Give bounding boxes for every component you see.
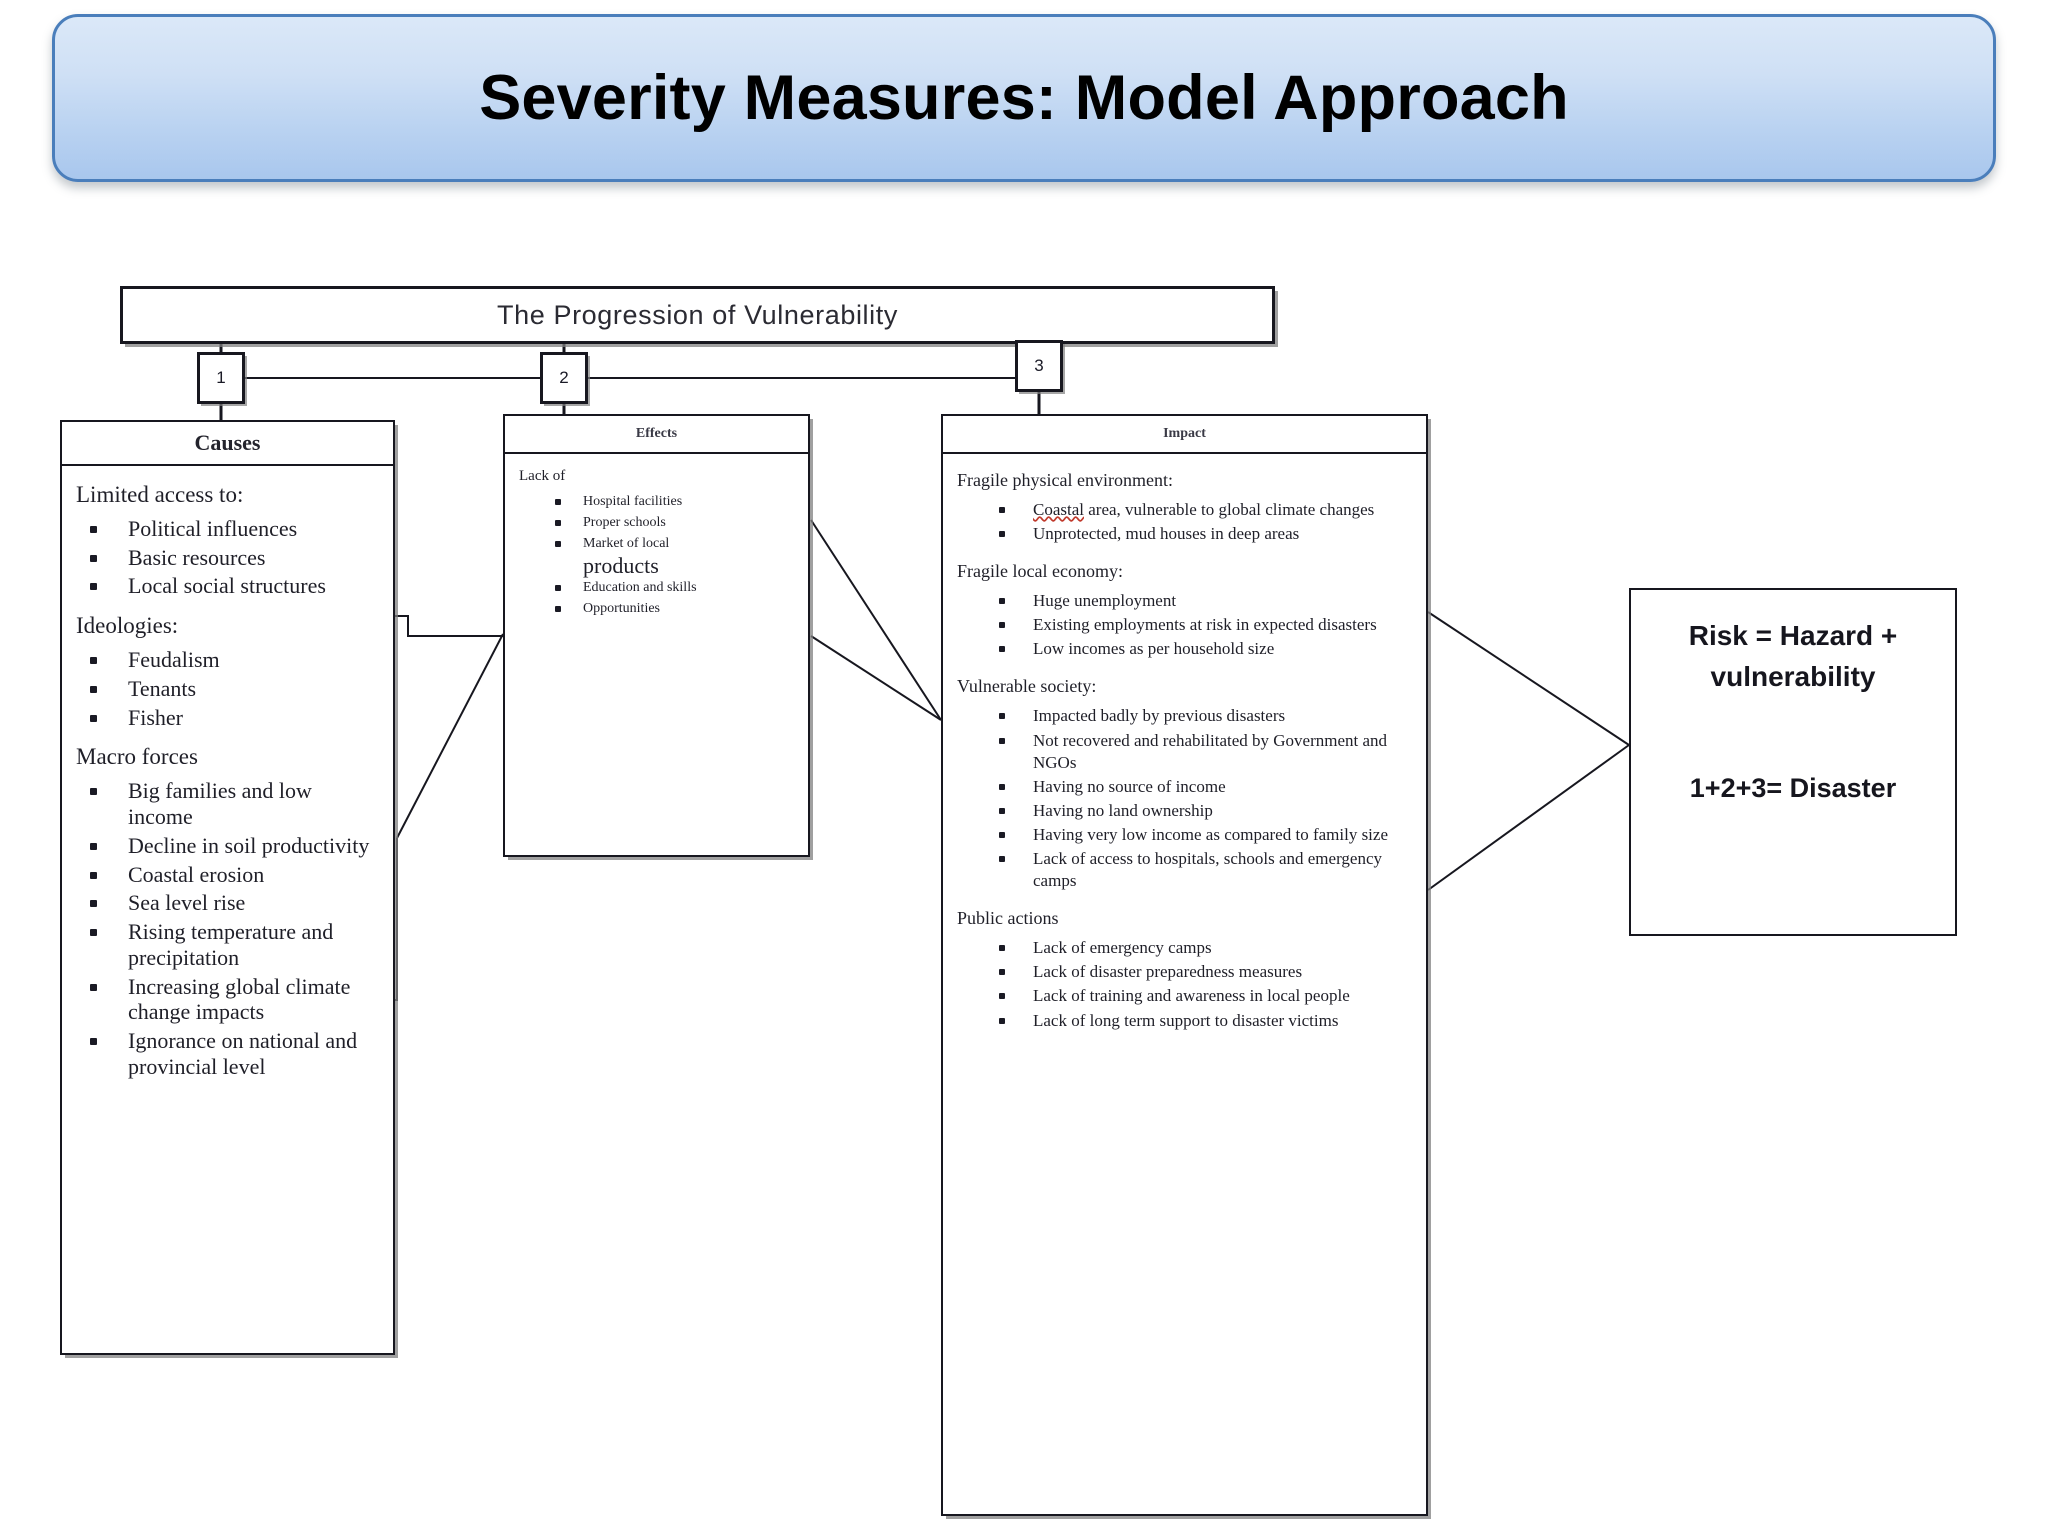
risk-equation-label: Risk = Hazard + vulnerability [1688, 620, 1898, 692]
list-item: Lack of long term support to disaster vi… [989, 1010, 1412, 1032]
list-item: Low incomes as per household size [989, 638, 1412, 660]
risk-result-box: Risk = Hazard + vulnerability 1+2+3= Dis… [1629, 588, 1957, 936]
impact-section-heading-3: Public actions [957, 908, 1059, 929]
list-item: Tenants [76, 676, 379, 702]
list-item: Decline in soil productivity [76, 833, 379, 859]
list-item: Unprotected, mud houses in deep areas [989, 523, 1412, 545]
impact-section-list-3: Lack of emergency camps Lack of disaster… [989, 937, 1412, 1031]
list-item: Lack of training and awareness in local … [989, 985, 1412, 1007]
impact-section-heading-2: Vulnerable society: [957, 676, 1097, 697]
causes-section-list-1: Feudalism Tenants Fisher [76, 647, 379, 730]
causes-section-heading-1: Ideologies: [76, 613, 179, 639]
connector-causes-lower-elbow [395, 838, 398, 1001]
list-item: Proper schools [547, 514, 794, 533]
list-item: Basic resources [76, 545, 379, 571]
list-item: Ignorance on national and provincial lev… [76, 1028, 379, 1079]
list-item: Lack of access to hospitals, schools and… [989, 848, 1412, 892]
list-item: Hospital facilities [547, 493, 794, 512]
effects-header-label: Effects [635, 426, 678, 441]
list-item: Impacted badly by previous disasters [989, 705, 1412, 727]
impact-section-heading-0: Fragile physical environment: [957, 470, 1173, 490]
causes-column-body: Limited access to: Political influences … [62, 466, 393, 1105]
list-item: Rising temperature and precipitation [76, 919, 379, 970]
causes-section-list-0: Political influences Basic resources Loc… [76, 516, 379, 599]
step-number-label-1: 1 [216, 368, 226, 387]
list-item: Huge unemployment [989, 590, 1412, 612]
connector-effects-lower-to-impact [810, 635, 942, 721]
effects-section-list-0: Hospital facilities Proper schools Marke… [547, 493, 794, 619]
causes-section-list-2: Big families and low income Decline in s… [76, 778, 379, 1079]
list-item: Coastal erosion [76, 862, 379, 888]
impact-column-box: Impact Fragile physical environment: Coa… [941, 414, 1428, 1516]
effects-column-header: Effects [505, 416, 808, 454]
connector-effects-upper-to-impact [810, 519, 942, 721]
impact-section-list-1: Huge unemployment Existing employments a… [989, 590, 1412, 660]
list-item: Sea level rise [76, 890, 379, 916]
effects-column-body: Lack of Hospital facilities Proper schoo… [505, 454, 808, 645]
connector-causes-diag-to-effects [396, 633, 504, 839]
list-item: Lack of emergency camps [989, 937, 1412, 959]
list-item: Having no land ownership [989, 800, 1412, 822]
list-item-text-products: products [583, 552, 659, 578]
causes-column-box: Causes Limited access to: Political infl… [60, 420, 395, 1355]
list-item: Having very low income as compared to fa… [989, 824, 1412, 846]
list-item: Fisher [76, 705, 379, 731]
list-item: Opportunities [547, 600, 794, 619]
page-title: Severity Measures: Model Approach [479, 63, 1569, 133]
step-number-label-3: 3 [1034, 356, 1044, 375]
effects-section-heading-0: Lack of [519, 468, 566, 484]
impact-section-list-2: Impacted badly by previous disasters Not… [989, 705, 1412, 892]
impact-section-heading-1: Fragile local economy: [957, 561, 1123, 582]
progression-header-bar: The Progression of Vulnerability [120, 286, 1275, 344]
list-item: Political influences [76, 516, 379, 542]
impact-column-header: Impact [943, 416, 1426, 454]
impact-section-list-0: Coastal area, vulnerable to global clima… [989, 499, 1412, 545]
list-item: Market of local products [547, 535, 794, 577]
impact-header-label: Impact [1163, 426, 1206, 441]
step-number-box-2: 2 [540, 352, 588, 404]
list-item: Lack of disaster preparedness measures [989, 961, 1412, 983]
causes-section-heading-0: Limited access to: [76, 482, 244, 507]
list-item: Feudalism [76, 647, 379, 673]
step-number-box-3: 3 [1015, 340, 1063, 392]
causes-header-label: Causes [194, 430, 261, 455]
list-item: Local social structures [76, 573, 379, 599]
list-item: Not recovered and rehabilitated by Gover… [989, 730, 1412, 774]
list-item: Coastal area, vulnerable to global clima… [989, 499, 1412, 521]
effects-column-box: Effects Lack of Hospital facilities Prop… [503, 414, 810, 857]
list-item: Big families and low income [76, 778, 379, 829]
impact-column-body: Fragile physical environment: Coastal ar… [943, 454, 1426, 1060]
risk-formula-label: 1+2+3= Disaster [1689, 773, 1897, 804]
list-item: Increasing global climate change impacts [76, 974, 379, 1025]
list-item: Having no source of income [989, 776, 1412, 798]
list-item: Education and skills [547, 579, 794, 598]
causes-column-header: Causes [62, 422, 393, 466]
step-number-label-2: 2 [559, 368, 569, 387]
connector-impact-upper-to-risk [1427, 611, 1630, 746]
slide-title-banner: Severity Measures: Model Approach [52, 14, 1996, 182]
progression-header-label: The Progression of Vulnerability [497, 299, 898, 330]
spellcheck-word-coastal: Coastal [1033, 500, 1084, 519]
list-item: Existing employments at risk in expected… [989, 614, 1412, 636]
causes-section-heading-2: Macro forces [76, 744, 198, 770]
list-item-text-market-lead: Market of local [583, 535, 670, 551]
connector-impact-lower-to-risk [1427, 744, 1630, 891]
step-number-box-1: 1 [197, 352, 245, 404]
